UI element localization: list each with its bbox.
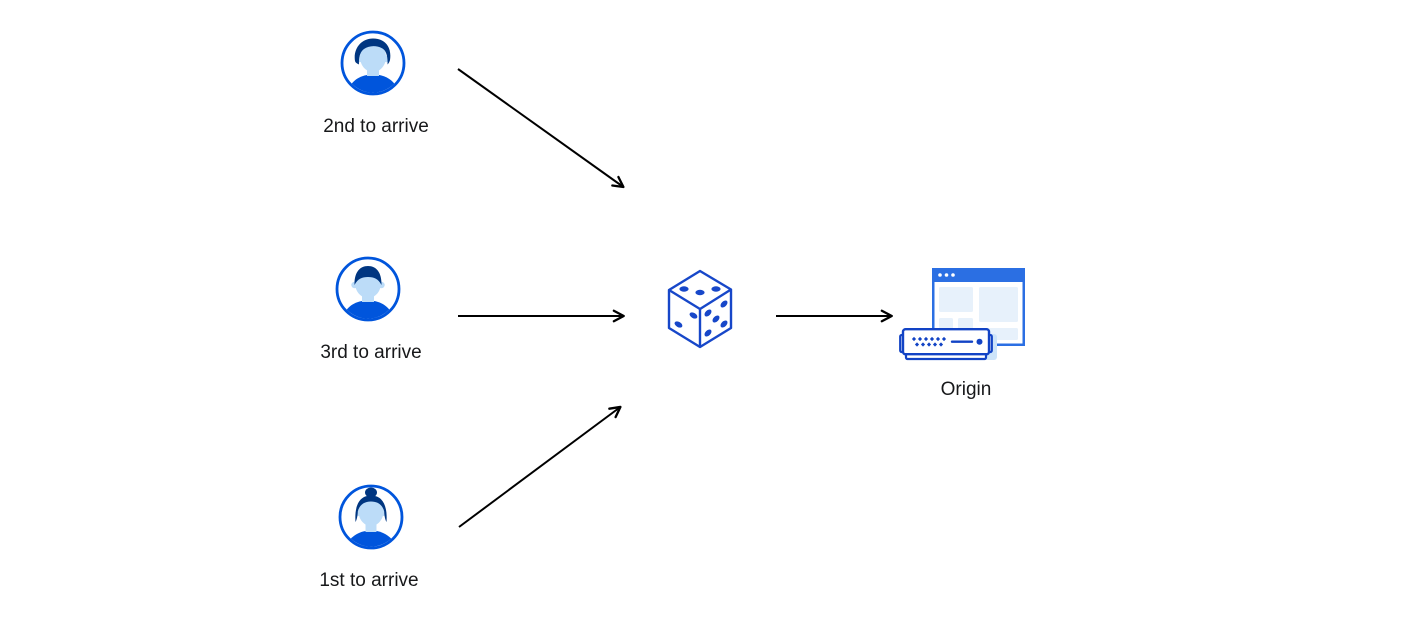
client-label: 3rd to arrive	[320, 342, 422, 363]
arrow-client1-to-dice	[458, 405, 622, 528]
dice-icon	[667, 269, 733, 349]
arrow-client3-to-dice	[458, 309, 625, 323]
user-avatar-male-swept-hair-icon	[340, 30, 406, 96]
origin-label: Origin	[940, 379, 992, 400]
client-label: 2nd to arrive	[323, 116, 429, 137]
arrow-dice-to-origin	[776, 309, 893, 323]
user-avatar-male-short-hair-icon	[335, 256, 401, 322]
arrow-client2-to-dice	[457, 68, 625, 189]
client-label: 1st to arrive	[319, 570, 419, 591]
origin-server-icon	[899, 328, 997, 361]
user-avatar-female-bun-icon	[338, 484, 404, 550]
